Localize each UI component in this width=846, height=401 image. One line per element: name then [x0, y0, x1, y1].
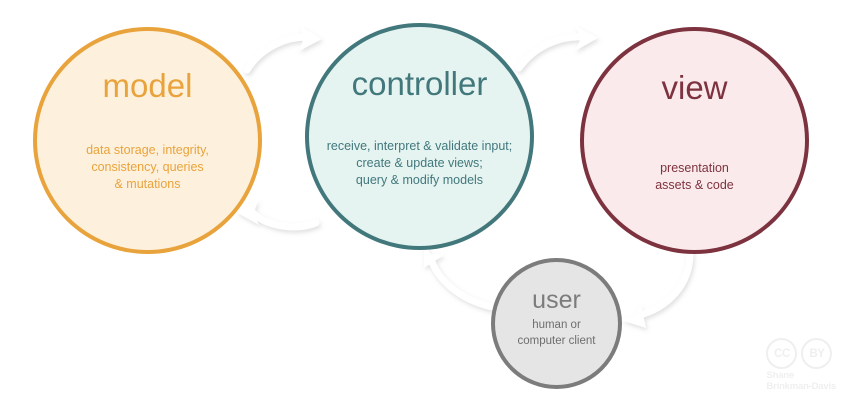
attribution-name-line-2: Brinkman-Davis	[766, 381, 836, 393]
attribution-name-line-1: Shane	[766, 370, 794, 382]
node-controller-description: receive, interpret & validate input; cre…	[326, 139, 513, 187]
node-model-title: model	[102, 67, 193, 104]
arrow-view-to-user	[621, 249, 694, 328]
node-user[interactable]: user human or computer client	[491, 258, 622, 389]
attribution-name: Shane Brinkman-Davis	[766, 370, 836, 393]
node-view-title: view	[661, 69, 728, 106]
node-user-title: user	[532, 286, 581, 314]
arrow-controller-to-view	[515, 26, 598, 72]
arrow-controller-to-model	[236, 200, 320, 231]
cc-icon: CC	[766, 338, 798, 370]
cc-by-icon: BY	[801, 338, 833, 370]
node-controller-title: controller	[351, 65, 488, 102]
arrow-model-to-controller	[243, 26, 322, 74]
node-view-description: presentation assets & code	[655, 161, 734, 192]
arrow-user-to-controller	[424, 243, 501, 312]
creative-commons-badges: CC BY	[766, 338, 833, 370]
node-controller[interactable]: controller receive, interpret & validate…	[305, 23, 534, 250]
node-model[interactable]: model data storage, integrity, consisten…	[33, 27, 262, 254]
node-model-description: data storage, integrity, consistency, qu…	[86, 143, 209, 191]
attribution-watermark: CC BY Shane Brinkman-Davis	[766, 338, 836, 393]
node-user-description: human or computer client	[517, 319, 596, 347]
node-view[interactable]: view presentation assets & code	[580, 27, 809, 254]
